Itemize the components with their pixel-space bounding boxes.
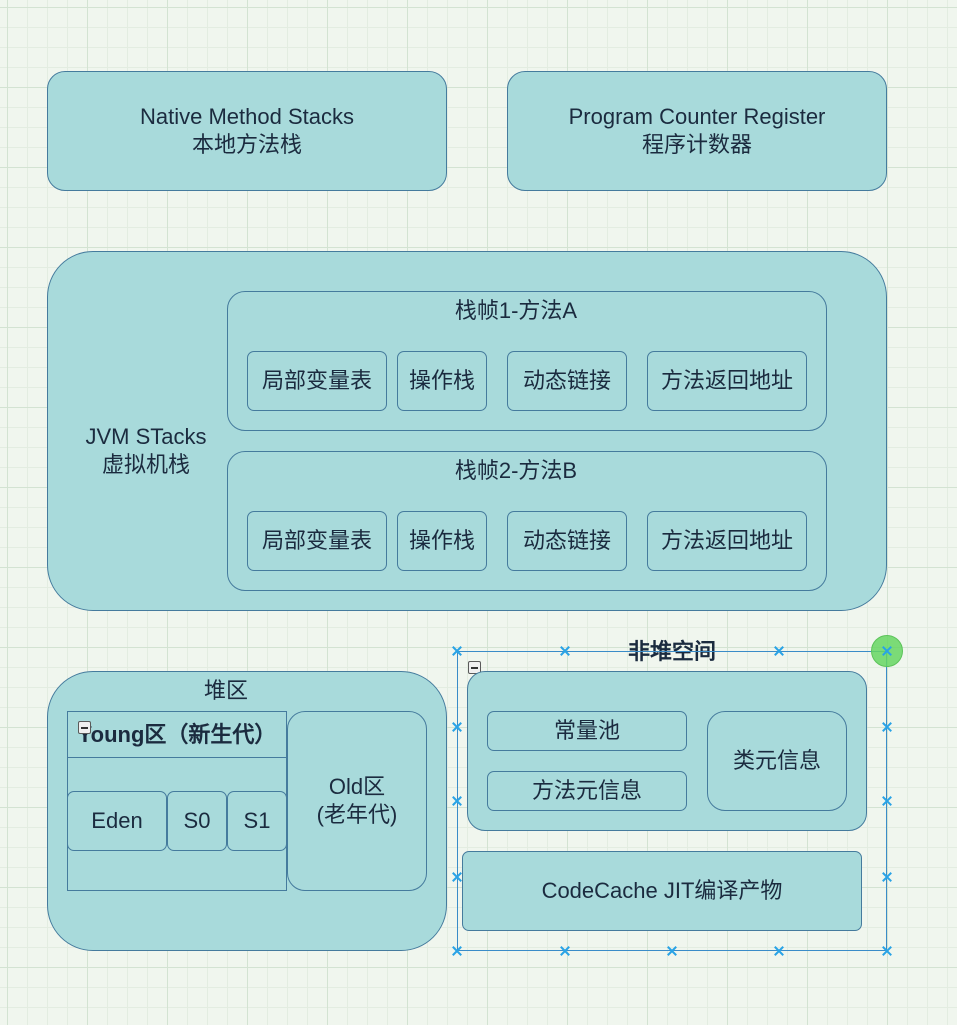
resize-handle-icon[interactable] — [882, 796, 892, 806]
resize-handle-icon[interactable] — [452, 946, 462, 956]
young-generation-title: Young区（新生代） — [77, 722, 277, 747]
resize-handle-icon[interactable] — [774, 946, 784, 956]
stack-frame-2-title: 栈帧2-方法B — [454, 458, 578, 483]
program-counter-register-box[interactable]: Program Counter Register 程序计数器 — [507, 71, 887, 191]
constant-pool-box[interactable]: 常量池 — [487, 711, 687, 751]
stack-frame-1-title: 栈帧1-方法A — [454, 298, 578, 323]
resize-handle-icon[interactable] — [882, 646, 892, 656]
resize-handle-icon[interactable] — [452, 872, 462, 882]
rotate-handle-icon[interactable] — [871, 635, 903, 667]
collapse-icon[interactable] — [78, 721, 91, 734]
native-method-stacks-box[interactable]: Native Method Stacks 本地方法栈 — [47, 71, 447, 191]
frame1-operand-stack[interactable]: 操作栈 — [397, 351, 487, 411]
jvm-stacks-label: JVM STacks 虚拟机栈 — [85, 424, 207, 477]
heap-label: 堆区 — [203, 678, 248, 703]
class-metadata-box[interactable]: 类元信息 — [707, 711, 847, 811]
frame1-dynamic-linking[interactable]: 动态链接 — [507, 351, 627, 411]
resize-handle-icon[interactable] — [560, 646, 570, 656]
selection-frame — [457, 651, 887, 951]
survivor-s0-box[interactable]: S0 — [167, 791, 227, 851]
frame2-operand-stack[interactable]: 操作栈 — [397, 511, 487, 571]
frame1-return-address[interactable]: 方法返回地址 — [647, 351, 807, 411]
old-generation-box[interactable]: Old区 (老年代) — [287, 711, 427, 891]
resize-handle-icon[interactable] — [882, 872, 892, 882]
resize-handle-icon[interactable] — [667, 946, 677, 956]
frame2-return-address[interactable]: 方法返回地址 — [647, 511, 807, 571]
method-metadata-box[interactable]: 方法元信息 — [487, 771, 687, 811]
frame2-local-variables[interactable]: 局部变量表 — [247, 511, 387, 571]
young-generation-header[interactable] — [67, 711, 287, 758]
resize-handle-icon[interactable] — [882, 722, 892, 732]
resize-handle-icon[interactable] — [774, 646, 784, 656]
frame2-dynamic-linking[interactable]: 动态链接 — [507, 511, 627, 571]
resize-handle-icon[interactable] — [452, 722, 462, 732]
resize-handle-icon[interactable] — [882, 946, 892, 956]
resize-handle-icon[interactable] — [452, 646, 462, 656]
code-cache-box[interactable]: CodeCache JIT编译产物 — [462, 851, 862, 931]
survivor-s1-box[interactable]: S1 — [227, 791, 287, 851]
resize-handle-icon[interactable] — [560, 946, 570, 956]
eden-box[interactable]: Eden — [67, 791, 167, 851]
frame1-local-variables[interactable]: 局部变量表 — [247, 351, 387, 411]
resize-handle-icon[interactable] — [452, 796, 462, 806]
